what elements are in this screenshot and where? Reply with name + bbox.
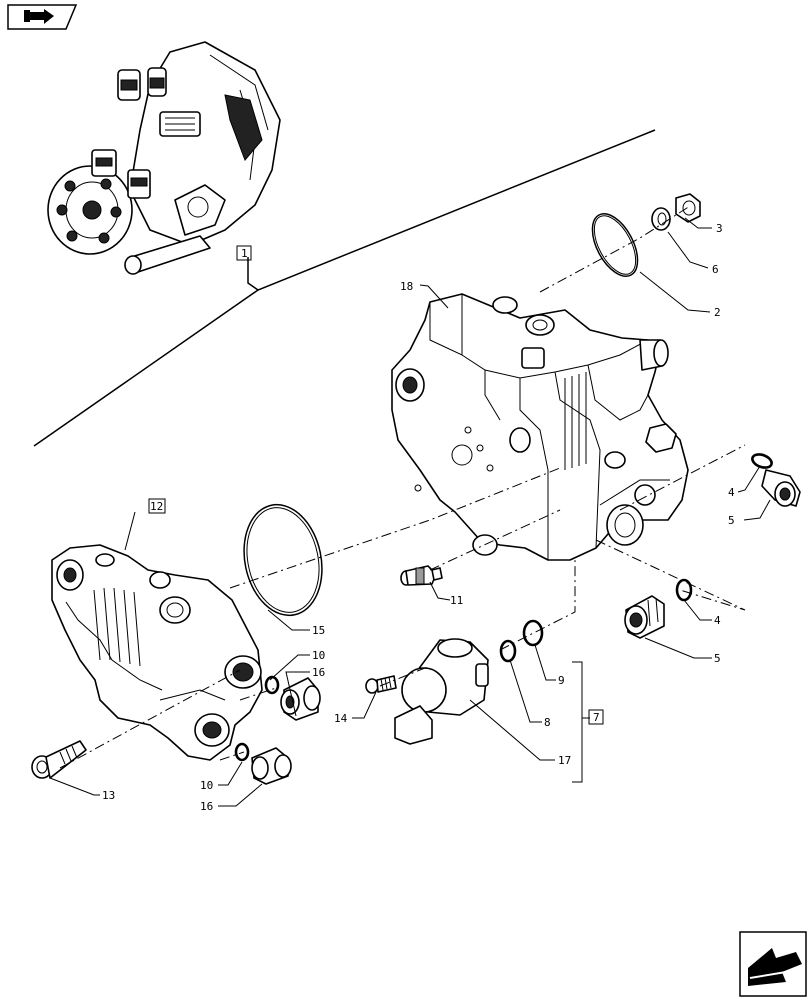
callout-15: 15 [312,624,325,637]
callout-1: 1 [241,247,248,260]
bolt-13 [31,740,87,779]
next-page-arrow-icon[interactable] [739,931,807,997]
o-ring-10-lower [234,742,250,762]
o-ring-10-upper [264,675,280,695]
screw-14 [365,675,397,694]
washer-6 [651,207,671,231]
nut-3 [675,193,701,223]
callout-6: 6 [712,263,719,276]
fitting-16-lower [251,747,292,785]
callout-5a: 5 [728,514,735,527]
o-ring-4-upper [751,453,773,469]
callout-12: 12 [150,500,163,513]
callout-9: 9 [558,674,565,687]
callout-18: 18 [400,280,413,293]
pump-body [391,293,689,561]
callout-16b: 16 [200,800,213,813]
pump-cover [51,544,263,761]
sensor-11 [400,565,443,586]
leader-lines [33,129,746,769]
callout-4b: 4 [714,614,721,627]
o-ring-8 [499,639,517,663]
callout-14: 14 [334,712,348,725]
o-ring-15 [243,503,323,617]
callout-8: 8 [544,716,551,729]
callout-10a: 10 [312,649,325,662]
fitting-5-lower [624,595,665,639]
callout-17: 17 [558,754,571,767]
book-forward-icon[interactable] [7,4,78,30]
o-ring-4-lower [675,578,693,602]
fitting-5-upper [761,469,801,507]
o-ring-9 [522,619,544,647]
callout-10b: 10 [200,779,213,792]
callout-4a: 4 [728,486,735,499]
callout-13: 13 [102,789,115,802]
callout-3: 3 [716,222,723,235]
callout-5b: 5 [714,652,721,665]
o-ring-2 [591,213,639,277]
callout-11: 11 [450,594,463,607]
callout-7: 7 [593,711,600,724]
fitting-16-upper [280,677,321,721]
assembled-pump-thumbnail [47,41,281,275]
metering-valve-17 [394,638,489,745]
callout-2: 2 [714,306,721,319]
callout-labels: 1 2 3 6 18 4 5 4 5 9 8 17 7 11 14 15 10 … [102,222,735,813]
callout-16a: 16 [312,666,325,679]
